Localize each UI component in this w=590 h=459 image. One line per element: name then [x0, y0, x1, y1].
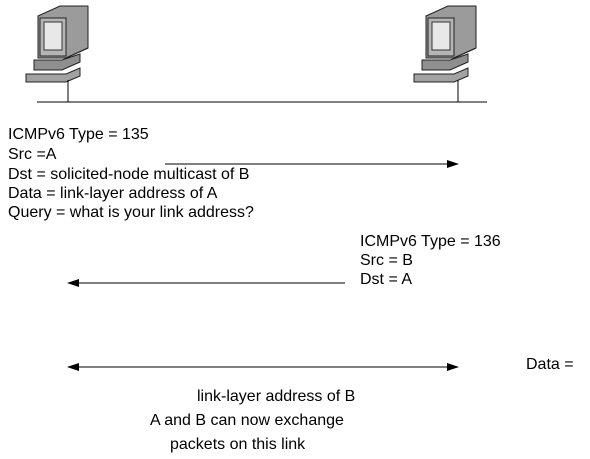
result-line-2: packets on this link — [170, 436, 306, 453]
left-computer-icon — [25, 5, 89, 83]
right-computer-icon — [413, 5, 477, 83]
advertisement-data-value: link-layer address of B — [197, 388, 356, 405]
advertisement-dst: Dst = A — [360, 271, 413, 288]
advertisement-data-label: Data = — [526, 356, 574, 373]
result-line-1: A and B can now exchange — [150, 412, 344, 429]
solicitation-type: ICMPv6 Type = 135 — [8, 126, 149, 143]
solicitation-dst: Dst = solicited-node multicast of B — [8, 166, 250, 183]
solicitation-src: Src =A — [8, 146, 57, 163]
solicitation-query: Query = what is your link address? — [8, 204, 254, 221]
advertisement-type: ICMPv6 Type = 136 — [360, 233, 501, 250]
solicitation-data: Data = link-layer address of A — [8, 185, 218, 202]
advertisement-src: Src = B — [360, 252, 413, 269]
